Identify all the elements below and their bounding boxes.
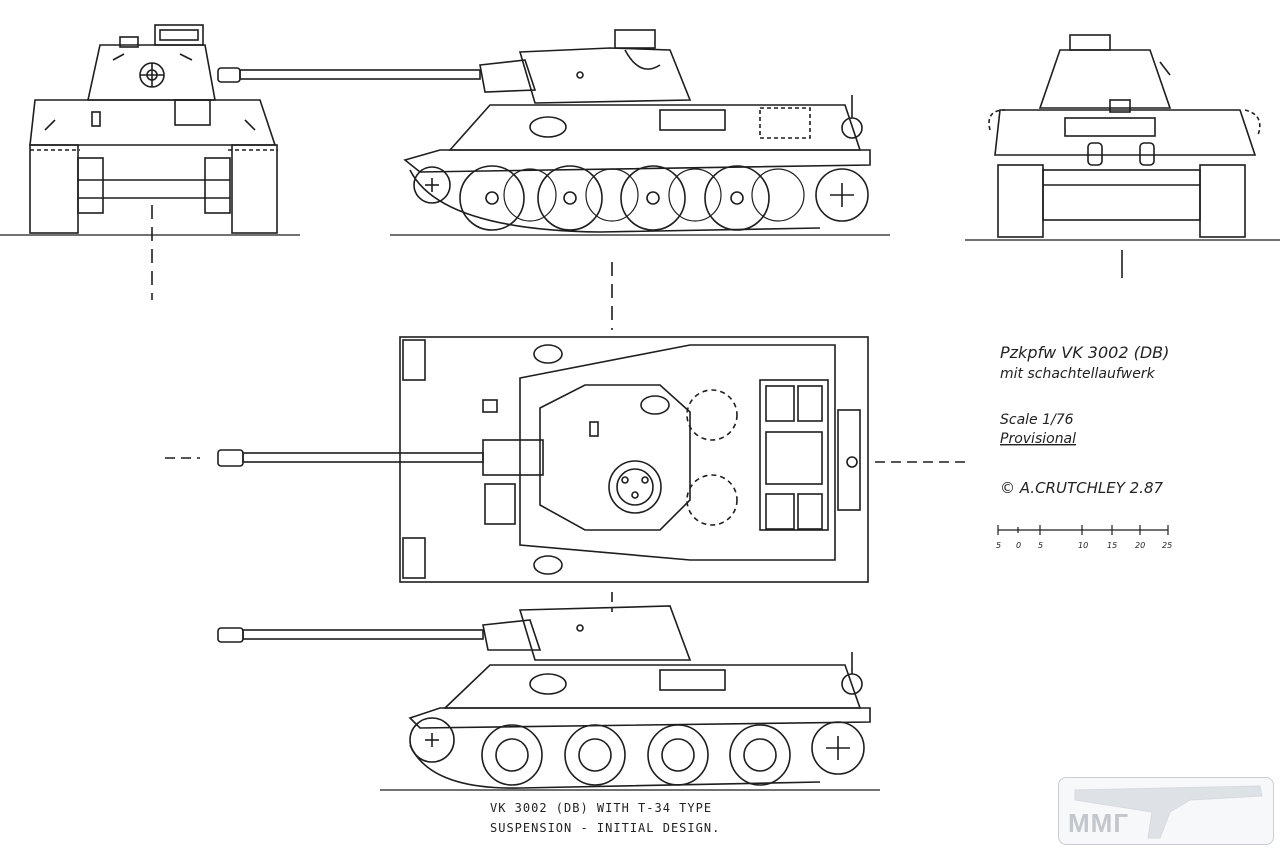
watermark-text: ММГ xyxy=(1068,808,1130,838)
front-view xyxy=(0,24,300,300)
scale-status: Provisional xyxy=(1000,431,1076,447)
title-line-2: mit schachtellaufwerk xyxy=(1000,366,1156,382)
side-view-t34 xyxy=(217,605,880,791)
scale-tick-label: 10 xyxy=(1078,541,1088,550)
author-credit: © A.CRUTCHLEY 2.87 xyxy=(1000,479,1163,497)
scale-tick-label: 15 xyxy=(1107,541,1117,550)
top-view xyxy=(165,336,965,612)
caption-line-2: SUSPENSION - INITIAL DESIGN. xyxy=(490,821,720,835)
title-line-1: Pzkpfw VK 3002 (DB) xyxy=(1000,343,1169,362)
scale-tick-label: 5 xyxy=(1038,541,1043,550)
watermark-box xyxy=(1058,777,1274,845)
scale-tick-label: 0 xyxy=(1016,541,1021,550)
scale-tick-label: 20 xyxy=(1135,541,1145,550)
scale-label: Scale 1/76 xyxy=(1000,412,1074,428)
side-view-schachtel xyxy=(217,29,890,330)
scale-tick-label: 5 xyxy=(996,541,1001,550)
scale-tick-label: 25 xyxy=(1162,541,1172,550)
rear-view xyxy=(965,34,1280,278)
scale-bar: 5 0 5 10 15 20 25 xyxy=(996,525,1172,550)
caption-line-1: VK 3002 (DB) WITH T-34 TYPE xyxy=(490,801,712,815)
